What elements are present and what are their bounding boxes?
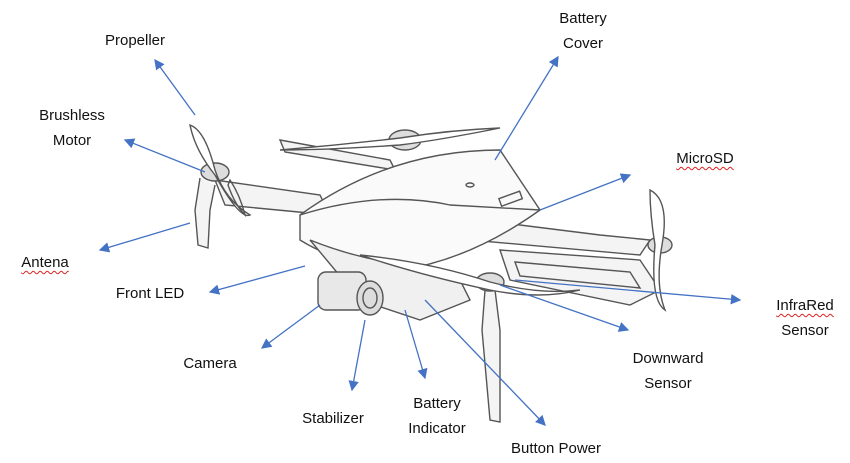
arrow-battery-cover: [494, 55, 559, 161]
label-stabilizer: Stabilizer: [302, 410, 364, 427]
arrow-downward-sensor: [499, 284, 630, 332]
label-line: Battery: [413, 395, 461, 412]
label-line: Cover: [562, 35, 603, 52]
label-infrared-sensor: InfraRed Sensor: [776, 293, 834, 343]
label-button-power: Button Power: [510, 440, 602, 457]
label-camera: Camera: [183, 355, 237, 372]
label-microsd: MicroSD: [676, 150, 734, 167]
arrow-camera: [260, 304, 321, 349]
label-line: Brushless: [39, 107, 105, 124]
label-line: Sensor: [781, 322, 829, 339]
arrow-antena: [98, 222, 191, 253]
label-propeller: Propeller: [104, 32, 166, 49]
label-downward-sensor: Downward Sensor: [633, 346, 704, 396]
label-line: InfraRed: [776, 297, 834, 314]
arrow-infrared-sensor: [514, 279, 742, 305]
arrow-stabilizer: [348, 319, 366, 392]
label-antena: Antena: [21, 254, 69, 271]
label-line: Downward: [632, 350, 704, 367]
label-line: Sensor: [644, 375, 692, 392]
label-brushless-motor: Brushless Motor: [39, 103, 105, 153]
arrow-propeller: [154, 58, 196, 116]
arrow-button-power: [424, 299, 546, 426]
arrow-battery-indicator: [404, 309, 428, 380]
label-battery-cover: Battery Cover: [559, 6, 607, 56]
arrow-brushless-motor: [123, 138, 206, 173]
label-battery-indicator: Battery Indicator: [408, 391, 466, 441]
label-line: Battery: [559, 10, 607, 27]
label-line: Motor: [52, 132, 92, 149]
drone-drawing: [189, 123, 673, 423]
label-line: Indicator: [408, 420, 466, 437]
arrow-front-led: [208, 265, 306, 295]
callout-arrows: [98, 55, 742, 426]
label-front-led: Front LED: [115, 285, 185, 302]
arrow-microsd: [539, 173, 632, 211]
